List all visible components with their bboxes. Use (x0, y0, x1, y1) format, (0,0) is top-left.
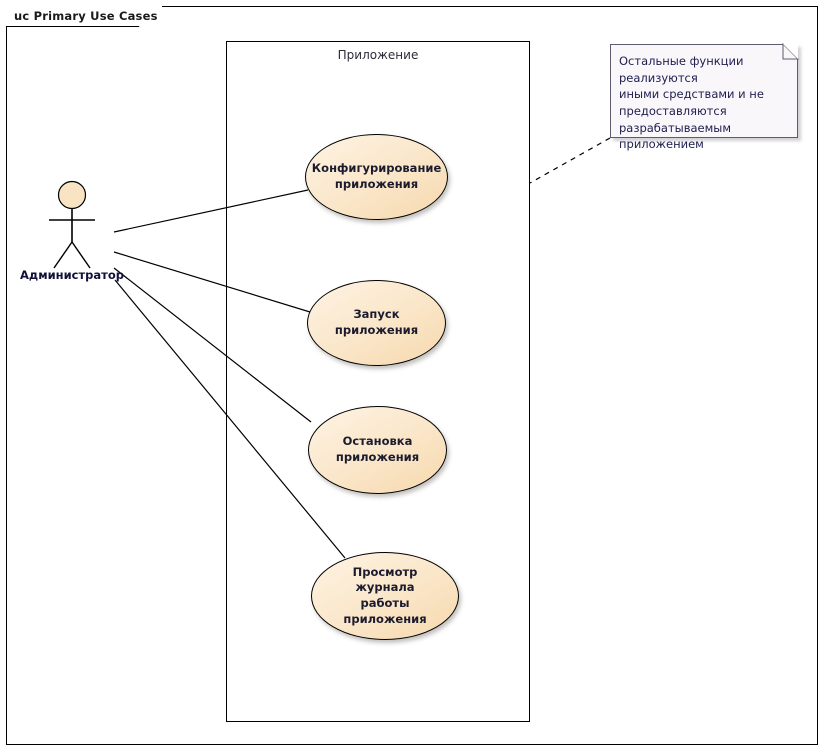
use-case-view-log[interactable]: Просмотр журнала работы приложения (311, 552, 459, 640)
note-fold-corner-icon (782, 42, 800, 60)
note-text: Остальные функции реализуются иными сред… (619, 54, 764, 152)
use-case-stop[interactable]: Остановка приложения (308, 406, 447, 494)
system-boundary-label: Приложение (337, 48, 419, 62)
frame-tab: uc Primary Use Cases (6, 6, 162, 26)
actor-label: Администратор (20, 268, 124, 282)
note-box[interactable]: Остальные функции реализуются иными сред… (610, 42, 800, 151)
use-case-start[interactable]: Запуск приложения (307, 280, 446, 366)
use-case-label-view-log: Просмотр журнала работы приложения (343, 564, 427, 626)
actor-leg-right (71, 241, 91, 269)
diagram-frame (6, 6, 818, 745)
actor-leg-left (53, 241, 73, 269)
actor-administrator-icon[interactable] (35, 180, 109, 270)
use-case-label-stop: Остановка приложения (335, 434, 420, 464)
use-case-label-start: Запуск приложения (334, 307, 419, 337)
use-case-configure[interactable]: Конфигурирование приложения (305, 134, 448, 220)
actor-head (57, 180, 87, 210)
use-case-label-configure: Конфигурирование приложения (311, 161, 442, 191)
frame-tab-label: uc Primary Use Cases (14, 9, 158, 23)
